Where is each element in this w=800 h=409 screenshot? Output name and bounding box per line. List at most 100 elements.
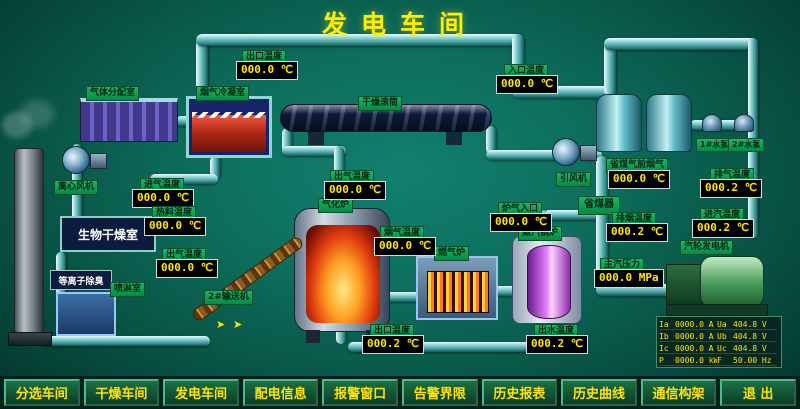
device-label-turbine: 汽轮发电机 (680, 240, 734, 256)
device-label-pump1: 1#水泵 (696, 138, 733, 152)
pipe (348, 342, 552, 352)
drum-leg (308, 132, 324, 145)
water-tank-1 (596, 94, 642, 152)
device-label-spray: 喷淋室 (110, 282, 146, 298)
pipe (604, 38, 616, 96)
pipe (210, 156, 220, 180)
pipe (386, 292, 420, 302)
readout-display: 000.2 ℃ (700, 179, 763, 198)
condenser-foam (192, 112, 266, 118)
condenser-tank (186, 96, 272, 158)
meter-cell: 404.8 V (733, 320, 777, 330)
meter-cell: Uc (717, 344, 733, 354)
gasifier-flame (306, 225, 380, 323)
meter-cell: P (659, 356, 675, 366)
pipe (604, 38, 758, 50)
fan-wheel-icon (552, 138, 580, 166)
fan-wheel-icon (62, 146, 90, 174)
nav-button-alarm-window[interactable]: 报警窗口 (322, 379, 398, 406)
device-label-drum: 干燥滚筒 (358, 96, 403, 112)
gasifier-leg (306, 330, 320, 343)
readout-display: 000.2 ℃ (362, 335, 425, 354)
readout-display: 000.2 ℃ (526, 335, 589, 354)
device-label-pump2: 2#水泵 (728, 138, 765, 152)
gasifier-vessel (294, 208, 390, 332)
turbine-box (666, 264, 702, 306)
spray-room-unit (56, 292, 116, 336)
meter-cell: 0000.0 A (675, 332, 717, 342)
drum-leg (446, 132, 462, 145)
meter-cell: 404.8 V (733, 344, 777, 354)
pipe (176, 116, 190, 126)
gas-distribution-unit (80, 98, 178, 142)
turbine-generator (666, 250, 768, 316)
readout-display: 000.0 ℃ (156, 259, 219, 278)
pipe (544, 210, 604, 220)
water-tank-2 (646, 94, 692, 152)
steam-boiler (512, 236, 582, 324)
pipe (282, 128, 292, 154)
chimney-base (8, 332, 52, 346)
meter-cell: 0000.0 kW (675, 356, 717, 366)
nav-button-comm-structure[interactable]: 通信构架 (640, 379, 717, 406)
readout-display: 000.0 ℃ (374, 237, 437, 256)
pipe (196, 34, 524, 46)
nav-button-history-report[interactable]: 历史报表 (481, 379, 558, 406)
bio-drying-room: 生物干燥室 (60, 216, 156, 252)
meter-cell: Ub (717, 332, 733, 342)
meter-cell: F (717, 356, 733, 366)
plasma-deodorizer: 等离子除臭 (50, 270, 112, 290)
meter-cell: Ia (659, 320, 675, 330)
device-label-gas-furnace: 燃气炉 (434, 246, 470, 262)
pipe (486, 150, 558, 160)
nav-button-sorting-workshop[interactable]: 分选车间 (4, 379, 80, 406)
bottom-nav-bar: 分选车间 干燥车间 发电车间 配电信息 报警窗口 告警界限 历史报表 历史曲线 … (0, 376, 800, 409)
pipe (196, 38, 208, 100)
meter-cell: Ua (717, 320, 733, 330)
nav-button-power-distribution-info[interactable]: 配电信息 (242, 379, 319, 406)
device-label-id-fan: 引风机 (556, 172, 592, 188)
meter-cell: 404.8 V (733, 332, 777, 342)
condenser-liquid (192, 115, 266, 152)
pipe (282, 146, 346, 156)
nav-button-alarm-limits[interactable]: 告警界限 (401, 379, 478, 406)
device-label-centrifugal-fan: 离心风机 (54, 180, 99, 196)
readout-display: 000.0 ℃ (608, 170, 671, 189)
meter-cell: Ic (659, 344, 675, 354)
generator-meter-table: Ia 0000.0 A Ua 404.8 V Ib 0000.0 A Ub 40… (656, 316, 782, 368)
pipe (486, 126, 496, 154)
page-title: 发电车间 (321, 10, 478, 39)
readout-display: 000.0 ℃ (490, 213, 553, 232)
nav-button-power-workshop[interactable]: 发电车间 (163, 379, 239, 406)
generator-cylinder (700, 256, 764, 308)
meter-cell: 50.00 Hz (733, 356, 777, 366)
nav-button-exit[interactable]: 退 出 (720, 379, 796, 406)
nav-button-drying-workshop[interactable]: 干燥车间 (83, 379, 160, 406)
pump-1-icon (702, 114, 722, 132)
chimney-smoke (20, 100, 54, 128)
device-label-gas-dist: 气体分配室 (86, 86, 140, 102)
meter-cell: 0000.0 A (675, 320, 717, 330)
readout-display: 000.0 MPa (594, 269, 664, 288)
meter-cell: 0000.0 A (675, 344, 717, 354)
pump-2-icon (734, 114, 754, 132)
id-fan-icon (552, 138, 597, 168)
readout-display: 000.0 ℃ (496, 75, 559, 94)
meter-cell: Ib (659, 332, 675, 342)
nav-button-history-curve[interactable]: 历史曲线 (561, 379, 637, 406)
pipe (596, 156, 608, 288)
furnace-flame-window (427, 271, 489, 313)
fan-motor-icon (580, 145, 597, 161)
pipe (494, 286, 516, 296)
pipe (336, 326, 346, 344)
readout-display: 000.2 ℃ (692, 219, 755, 238)
conveyor-belt (190, 234, 305, 323)
boiler-core (527, 245, 571, 319)
conveyor-direction-arrows: ➤ ➤ (216, 318, 245, 331)
readout-display: 000.0 ℃ (144, 217, 207, 236)
generator-base (666, 304, 768, 316)
pipe (40, 336, 210, 346)
readout-display: 000.0 ℃ (236, 61, 299, 80)
device-label-conveyor: 2#输送机 (204, 290, 253, 306)
